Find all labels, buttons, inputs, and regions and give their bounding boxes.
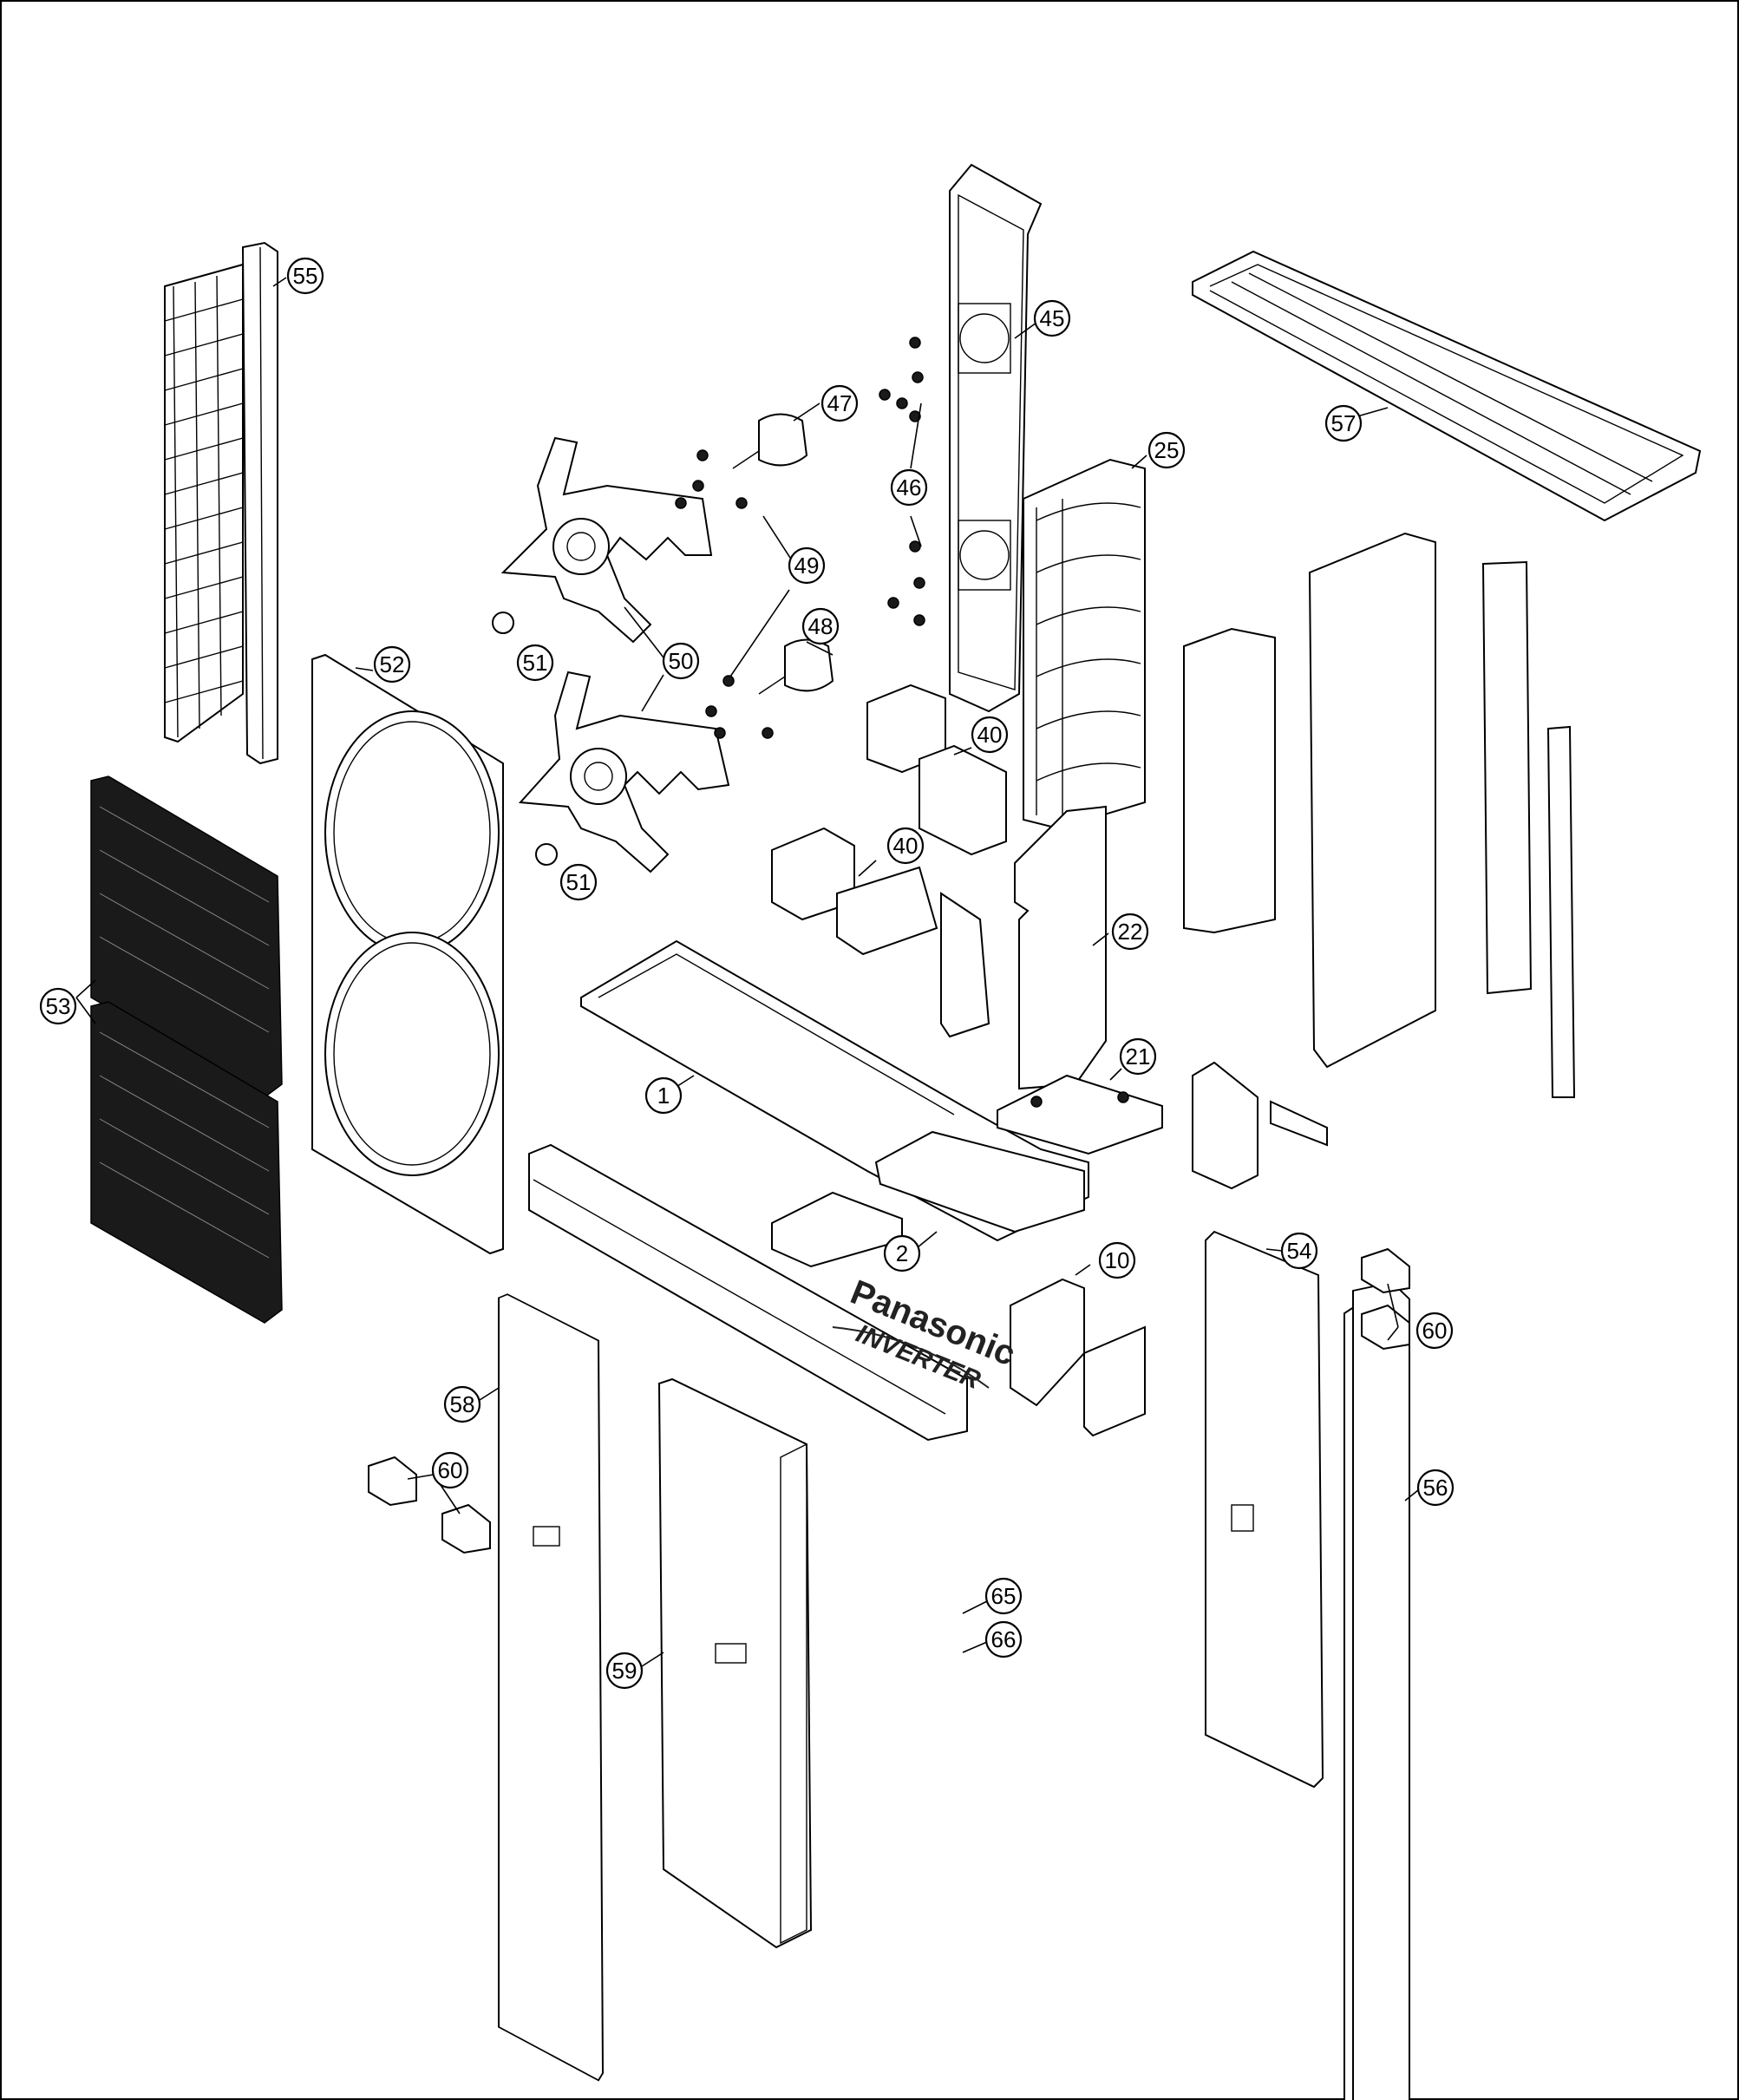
part-51-nuts — [492, 612, 558, 866]
part-58-front-panel-left — [498, 1293, 605, 2082]
callout-21: 21 — [1119, 1037, 1157, 1076]
callout-65-label: 65 — [991, 1583, 1017, 1609]
callout-45: 45 — [1033, 299, 1071, 337]
callout-53-label: 53 — [46, 993, 71, 1019]
callout-59-label: 59 — [612, 1658, 637, 1684]
callout-60-left: 60 — [431, 1451, 469, 1489]
callout-60-left-label: 60 — [438, 1457, 463, 1483]
callout-22-label: 22 — [1118, 919, 1143, 945]
callout-40-upper: 40 — [971, 716, 1009, 754]
part-57-top-panel — [1192, 250, 1702, 522]
callout-48-label: 48 — [808, 613, 834, 639]
callout-60-right-label: 60 — [1422, 1318, 1448, 1344]
callout-50-label: 50 — [669, 648, 694, 674]
callout-50: 50 — [662, 642, 700, 680]
front-frame-rail — [528, 1143, 968, 1442]
part-59-front-panel-right — [657, 1377, 813, 1949]
part-53-front-grilles — [90, 775, 283, 1324]
callout-21-label: 21 — [1126, 1043, 1151, 1070]
callout-51-lower: 51 — [559, 863, 598, 901]
callout-58-label: 58 — [450, 1391, 475, 1417]
callout-49: 49 — [788, 546, 826, 585]
callout-1: 1 — [644, 1076, 683, 1115]
callout-57-label: 57 — [1331, 410, 1357, 436]
callout-51-upper: 51 — [516, 644, 554, 682]
callout-47: 47 — [820, 384, 859, 422]
callout-22: 22 — [1111, 913, 1149, 951]
part-40-electrical-box-lower — [771, 827, 990, 1038]
screws-46-49 — [675, 337, 925, 739]
callout-1-label: 1 — [657, 1083, 670, 1109]
callout-58: 58 — [443, 1385, 481, 1423]
part-right-side-panels — [1183, 532, 1576, 1098]
callout-66-label: 66 — [991, 1626, 1017, 1652]
part-56-corner-panel — [1343, 1281, 1410, 2100]
part-45-motor-bracket — [949, 163, 1043, 713]
part-50-fan-lower — [518, 671, 730, 873]
callout-2: 2 — [883, 1234, 921, 1272]
callout-56: 56 — [1416, 1469, 1455, 1507]
part-47-fan-motor — [732, 413, 808, 469]
callout-53: 53 — [39, 987, 77, 1025]
callout-57: 57 — [1324, 404, 1363, 442]
callout-49-label: 49 — [794, 553, 820, 579]
callout-51-lower-label: 51 — [566, 869, 592, 895]
callout-25-label: 25 — [1154, 437, 1180, 463]
callout-52: 52 — [373, 645, 411, 684]
callout-59: 59 — [605, 1652, 644, 1690]
callout-55: 55 — [286, 257, 324, 295]
callout-25: 25 — [1147, 431, 1186, 469]
callout-65: 65 — [984, 1577, 1023, 1615]
part-21-compressor-base — [997, 1074, 1163, 1155]
callout-40-lower-label: 40 — [893, 833, 919, 859]
callout-40-lower: 40 — [886, 827, 925, 865]
part-54-right-panel — [1205, 1230, 1324, 1789]
callout-54-label: 54 — [1287, 1238, 1312, 1264]
callout-56-label: 56 — [1423, 1475, 1448, 1501]
part-55-side-grille — [164, 241, 278, 765]
callout-52-label: 52 — [380, 651, 405, 677]
part-48-fan-motor — [758, 638, 834, 695]
callout-10: 10 — [1098, 1241, 1136, 1279]
part-60-clips-left — [368, 1456, 491, 1554]
part-side-bracket — [1192, 1061, 1328, 1190]
callout-55-label: 55 — [293, 263, 318, 289]
part-60-clips-right — [1361, 1247, 1410, 1351]
callout-66: 66 — [984, 1620, 1023, 1658]
part-25-partition-panel — [1023, 458, 1146, 830]
part-50-fan-upper — [500, 436, 713, 644]
callout-48: 48 — [801, 607, 840, 645]
callout-2-label: 2 — [896, 1240, 908, 1266]
callout-60-right: 60 — [1415, 1312, 1454, 1350]
callout-46: 46 — [890, 468, 928, 507]
callout-10-label: 10 — [1105, 1247, 1130, 1273]
callout-47-label: 47 — [827, 390, 853, 416]
callout-54: 54 — [1280, 1232, 1318, 1270]
callout-46-label: 46 — [897, 474, 922, 500]
part-1-base-pan — [580, 939, 1089, 1242]
part-22-plate — [1014, 805, 1107, 1090]
callout-45-label: 45 — [1040, 305, 1065, 331]
part-40-electrical-box-upper — [866, 684, 1007, 856]
callout-51-upper-label: 51 — [523, 650, 548, 676]
part-52-fan-orifice-panel — [311, 653, 504, 1255]
part-10-terminal-bracket — [1010, 1278, 1146, 1437]
callout-40-upper-label: 40 — [977, 722, 1003, 748]
